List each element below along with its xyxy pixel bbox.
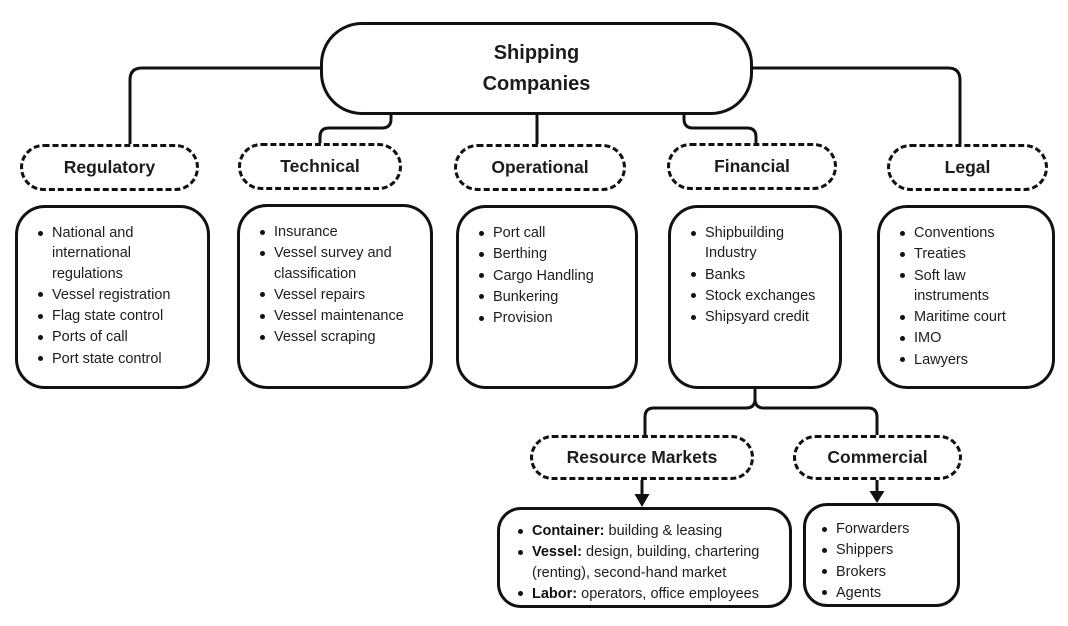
- branch-header-label: Financial: [714, 156, 790, 176]
- arrow-commercial-head: [869, 491, 885, 503]
- arrow-resource-markets-head: [634, 494, 650, 507]
- list-item: Vessel scraping: [259, 327, 420, 347]
- list-item: Berthing: [478, 244, 625, 264]
- connector-financial-resource-markets: [643, 389, 757, 436]
- list-item: Lawyers: [899, 350, 1042, 370]
- subbranch-header-resource-markets: Resource Markets: [530, 435, 754, 480]
- list-item: Shipbuilding Industry: [690, 223, 829, 264]
- subbranch-header-commercial: Commercial: [793, 435, 962, 480]
- list-item: Provision: [478, 308, 625, 328]
- list-item: Vessel maintenance: [259, 306, 420, 326]
- list-item: Forwarders: [821, 519, 951, 539]
- branch-header-legal: Legal: [887, 144, 1048, 191]
- list-item: Agents: [821, 583, 951, 603]
- connector-root-legal: [753, 66, 962, 145]
- list-item: Stock exchanges: [690, 286, 829, 306]
- list-item: Shippers: [821, 540, 951, 560]
- list-item: Shipsyard credit: [690, 307, 829, 327]
- branch-header-regulatory: Regulatory: [20, 144, 199, 191]
- subbranch-header-label: Resource Markets: [566, 447, 718, 467]
- list-item: Labor: operators, office employees: [517, 584, 781, 604]
- branch-header-label: Technical: [280, 156, 360, 176]
- list-item: Flag state control: [37, 306, 197, 326]
- branch-header-label: Legal: [944, 157, 991, 177]
- list-item: Insurance: [259, 222, 420, 242]
- list-item: Soft law instruments: [899, 266, 1042, 307]
- connector-root-technical: [318, 115, 393, 144]
- root-node-label: Shipping Companies: [482, 41, 591, 95]
- branch-header-label: Regulatory: [63, 157, 156, 177]
- list-item: National and international regulations: [37, 223, 197, 284]
- list-item: Port call: [478, 223, 625, 243]
- connector-root-financial: [682, 115, 758, 144]
- connector-root-regulatory: [128, 66, 320, 145]
- subbranch-header-label: Commercial: [827, 447, 928, 467]
- list-item: Ports of call: [37, 327, 197, 347]
- list-item: Bunkering: [478, 287, 625, 307]
- list-item: Brokers: [821, 562, 951, 582]
- list-item: Treaties: [899, 244, 1042, 264]
- list-item: Port state control: [37, 349, 197, 369]
- branch-header-technical: Technical: [238, 143, 402, 190]
- list-item: Vessel repairs: [259, 285, 420, 305]
- list-item: Vessel: design, building, chartering (re…: [517, 542, 781, 583]
- list-item: IMO: [899, 328, 1042, 348]
- list-item: Vessel survey and classification: [259, 243, 420, 284]
- list-item: Maritime court: [899, 307, 1042, 327]
- branch-header-financial: Financial: [667, 143, 837, 190]
- list-item: Conventions: [899, 223, 1042, 243]
- root-node-shipping-companies: Shipping Companies: [320, 22, 753, 115]
- branch-header-operational: Operational: [454, 144, 626, 191]
- list-item: Container: building & leasing: [517, 521, 781, 541]
- list-item: Vessel registration: [37, 285, 197, 305]
- list-item: Cargo Handling: [478, 266, 625, 286]
- connector-financial-commercial: [753, 389, 879, 436]
- branch-header-label: Operational: [491, 157, 589, 177]
- list-item: Banks: [690, 265, 829, 285]
